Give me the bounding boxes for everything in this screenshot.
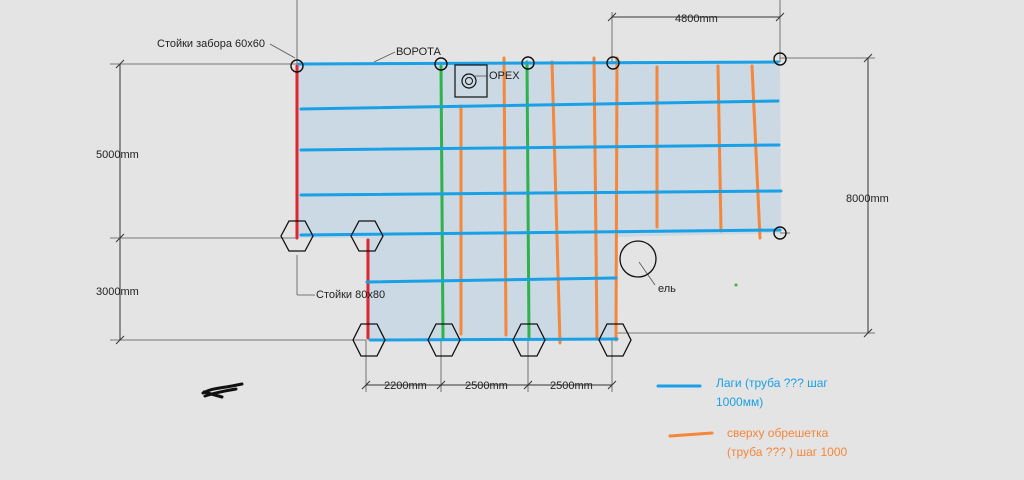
nut-tree-symbol: [454, 64, 488, 98]
dim-bottom-2: 2500mm: [465, 380, 508, 392]
post-hex: [427, 323, 461, 357]
label-spruce: ель: [658, 283, 676, 295]
post-circle: [606, 56, 620, 70]
red-lines: [295, 64, 370, 340]
posts-80: [280, 220, 632, 357]
green-dot: [734, 283, 738, 287]
post-hex: [280, 220, 314, 252]
post-circle: [521, 56, 535, 70]
label-posts-80: Стойки 80х80: [316, 289, 385, 301]
dimension-lines: [115, 12, 873, 390]
legend-blue-line1: Лаги (труба ??? шаг: [716, 376, 828, 390]
ink-scribble: [201, 382, 244, 399]
label-gate: ВОРОТА: [396, 46, 442, 58]
label-fence-posts: Стойки забора 60х60: [157, 38, 265, 50]
legend-swatch-orange: [668, 431, 714, 438]
spruce-symbol: [619, 240, 657, 278]
dim-left-lower: 3000mm: [96, 286, 139, 298]
post-circle: [773, 52, 787, 66]
dim-left-upper: 5000mm: [96, 149, 139, 161]
legend-orange-text: сверху обрешетка (труба ??? ) шаг 1000: [727, 424, 847, 462]
post-circle: [434, 57, 448, 71]
legend-orange-line2: (труба ??? ) шаг 1000: [727, 445, 848, 459]
green-lines: [439, 60, 531, 340]
post-circle: [773, 226, 787, 240]
fence-posts-60: [290, 52, 787, 240]
dim-bottom-1: 2200mm: [384, 380, 427, 392]
dim-right-total: 8000mm: [846, 193, 889, 205]
label-nut: ОРЕХ: [489, 70, 520, 82]
dim-bottom-3: 2500mm: [550, 380, 593, 392]
extension-lines: [110, 0, 875, 392]
legend-orange-line1: сверху обрешетка: [727, 426, 829, 440]
post-hex: [512, 323, 546, 357]
post-hex: [352, 323, 386, 357]
deck-area: [297, 62, 781, 340]
post-circle: [290, 59, 304, 73]
post-hex: [350, 220, 384, 252]
dim-top-width: 4800mm: [675, 13, 718, 25]
joists-blue: [297, 60, 783, 342]
legend-blue-text: Лаги (труба ??? шаг 1000мм): [716, 374, 828, 412]
legend-blue-line2: 1000мм): [716, 395, 764, 409]
post-hex: [598, 323, 632, 357]
